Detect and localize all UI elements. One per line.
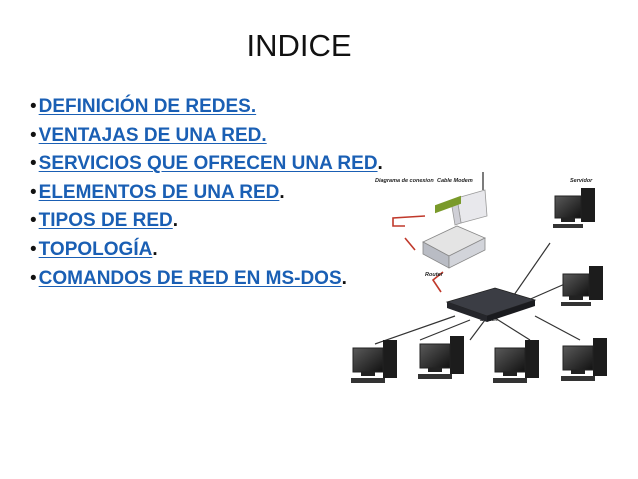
link-topologia[interactable]: TOPOLOGÍA — [38, 238, 153, 260]
list-item: •TIPOS DE RED. — [30, 210, 179, 232]
list-item: •DEFINICIÓN DE REDES. — [30, 96, 257, 117]
computer-icon-2 — [418, 336, 464, 379]
list-item: •COMANDOS DE RED EN MS-DOS. — [30, 267, 347, 289]
network-diagram-image: Diagrama de conexion Cable Modem Servido… — [351, 172, 607, 383]
diagram-caption: Diagrama de conexion — [375, 178, 434, 184]
link-ventajas-de-una-red[interactable]: VENTAJAS DE UNA RED. — [38, 124, 267, 146]
link-servicios-que-ofrecen-una-red[interactable]: SERVICIOS QUE OFRECEN UNA RED — [38, 153, 378, 175]
router-icon — [422, 195, 486, 269]
link-tipos-de-red[interactable]: TIPOS DE RED — [38, 210, 173, 232]
switch-icon — [445, 287, 537, 322]
link-elementos-de-una-red[interactable]: ELEMENTOS DE UNA RED — [38, 181, 280, 203]
computer-icon-right — [561, 266, 603, 306]
list-item: •VENTAJAS DE UNA RED. — [30, 124, 267, 146]
red-cables — [392, 215, 444, 293]
server-label: Servidor — [570, 178, 593, 184]
router-label: Router — [425, 272, 444, 278]
list-item: •TOPOLOGÍA. — [30, 238, 158, 260]
index-list: •DEFINICIÓN DE REDES. •VENTAJAS DE UNA R… — [30, 93, 383, 293]
link-comandos-de-red-en-ms-dos[interactable]: COMANDOS DE RED EN MS-DOS — [38, 267, 342, 289]
list-item: •ELEMENTOS DE UNA RED. — [30, 181, 285, 203]
link-definicion-de-redes[interactable]: DEFINICIÓN DE REDES. — [38, 96, 257, 117]
slide-title: INDICE — [246, 28, 352, 63]
computer-icon-4 — [561, 338, 607, 381]
cable-modem-icon — [450, 172, 488, 226]
modem-label: Cable Modem — [437, 178, 473, 184]
computer-icon-3 — [493, 340, 539, 383]
list-item: •SERVICIOS QUE OFRECEN UNA RED. — [30, 153, 383, 175]
computer-icon-1 — [351, 340, 397, 383]
server-computer-icon — [553, 188, 595, 228]
